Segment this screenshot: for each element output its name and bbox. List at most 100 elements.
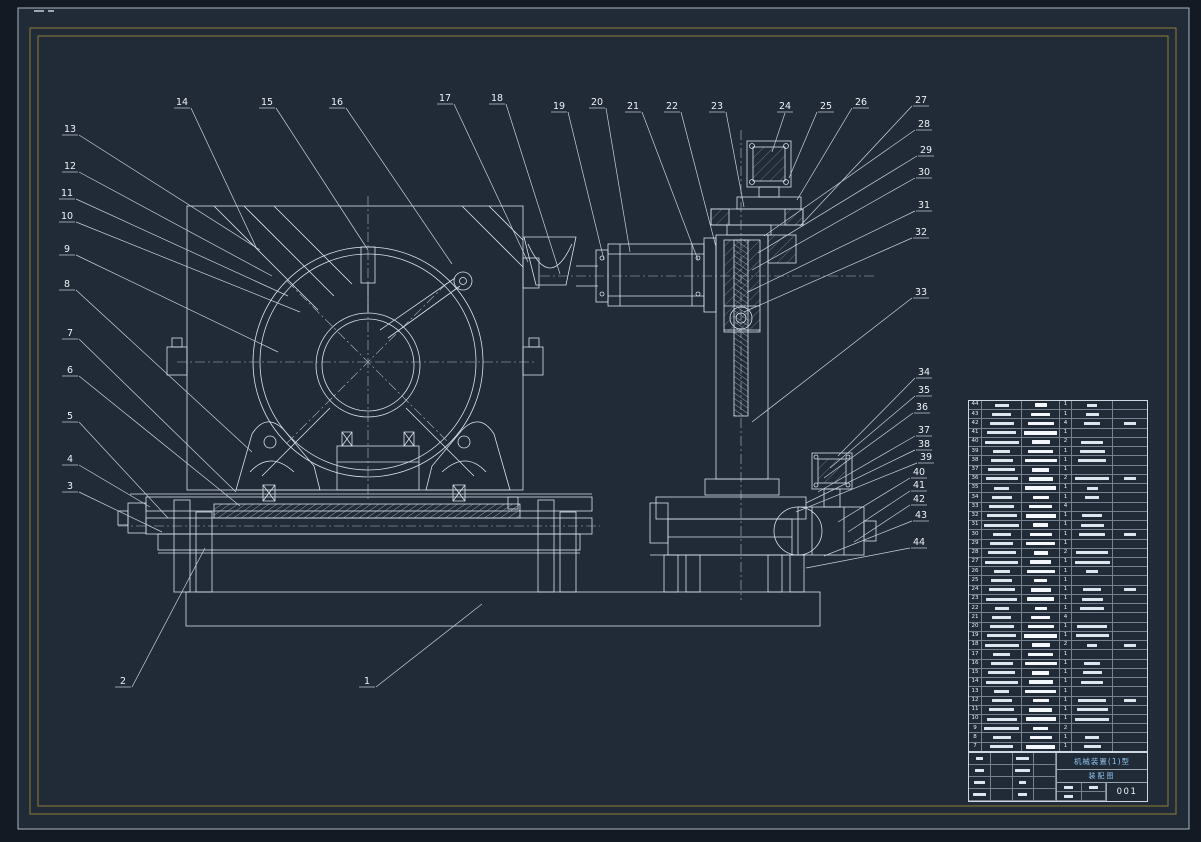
bom-cell-no: 30 bbox=[969, 530, 982, 539]
callout-14: 14 bbox=[176, 97, 188, 108]
illegible-text bbox=[1081, 440, 1103, 444]
bom-cell-qty: 1 bbox=[1060, 557, 1072, 567]
bom-cell-qty: 1 bbox=[1060, 410, 1072, 419]
illegible-text bbox=[1124, 643, 1136, 647]
illegible-text bbox=[990, 662, 1013, 666]
bom-cell-no: 12 bbox=[969, 696, 982, 705]
illegible-text bbox=[994, 403, 1009, 407]
bom-cell-code bbox=[982, 714, 1022, 724]
bom-cell-code bbox=[982, 511, 1022, 521]
title-block-cell bbox=[969, 777, 991, 789]
bom-cell-material bbox=[1072, 687, 1113, 696]
illegible-text bbox=[1083, 745, 1101, 749]
bom-cell-name bbox=[1022, 705, 1060, 714]
bom-cell-qty: 1 bbox=[1060, 530, 1072, 539]
bom-cell-remark bbox=[1113, 466, 1147, 474]
bom-cell-code bbox=[982, 548, 1022, 557]
bom-cell-qty: 1 bbox=[1060, 539, 1072, 548]
side-view-column bbox=[649, 130, 877, 600]
illegible-text bbox=[994, 606, 1009, 610]
bom-cell-name bbox=[1022, 585, 1060, 594]
bom-cell-remark bbox=[1113, 540, 1147, 548]
illegible-text bbox=[1029, 532, 1052, 537]
bom-cell-material bbox=[1072, 484, 1113, 493]
bom-cell-material bbox=[1072, 530, 1113, 539]
illegible-text bbox=[985, 477, 1018, 481]
callout-7: 7 bbox=[67, 328, 73, 339]
bom-cell-remark bbox=[1113, 733, 1147, 741]
bom-cell-remark bbox=[1113, 456, 1147, 464]
callout-3: 3 bbox=[67, 481, 73, 492]
bom-cell-code bbox=[982, 419, 1022, 428]
leader-line-31 bbox=[747, 210, 916, 293]
bom-cell-no: 41 bbox=[969, 428, 982, 437]
illegible-text bbox=[990, 459, 1013, 463]
bom-cell-no: 10 bbox=[969, 714, 982, 724]
bom-cell-material bbox=[1072, 567, 1113, 576]
bom-cell-no: 23 bbox=[969, 594, 982, 604]
bom-cell-qty: 1 bbox=[1060, 659, 1072, 668]
bom-cell-material bbox=[1072, 724, 1113, 733]
illegible-text bbox=[988, 588, 1015, 592]
leader-line-36 bbox=[823, 412, 914, 479]
bom-cell-no: 29 bbox=[969, 539, 982, 548]
leader-line-7 bbox=[78, 338, 237, 493]
bom-cell-name bbox=[1022, 530, 1060, 539]
leader-line-20 bbox=[605, 107, 631, 253]
illegible-text bbox=[1064, 794, 1074, 798]
callout-5: 5 bbox=[67, 411, 73, 422]
callout-40: 40 bbox=[913, 467, 925, 478]
bom-cell-material bbox=[1072, 437, 1113, 447]
illegible-text bbox=[988, 468, 1015, 472]
bom-cell-no: 26 bbox=[969, 567, 982, 576]
bom-cell-qty: 2 bbox=[1060, 474, 1072, 484]
bom-cell-no: 31 bbox=[969, 521, 982, 530]
illegible-text bbox=[1033, 551, 1048, 555]
title-block-cell bbox=[990, 765, 1013, 777]
illegible-text bbox=[992, 736, 1011, 740]
bom-cell-no: 22 bbox=[969, 604, 982, 613]
bom-cell-qty: 1 bbox=[1060, 696, 1072, 705]
illegible-text bbox=[1124, 699, 1136, 703]
illegible-text bbox=[989, 422, 1014, 426]
illegible-text bbox=[987, 634, 1016, 638]
illegible-text bbox=[1025, 514, 1056, 518]
bom-cell-material bbox=[1072, 733, 1113, 742]
bom-cell-name bbox=[1022, 604, 1060, 613]
illegible-text bbox=[1028, 477, 1053, 481]
illegible-text bbox=[1031, 615, 1050, 620]
bom-cell-material bbox=[1072, 742, 1113, 751]
bom-cell-code bbox=[982, 604, 1022, 613]
callout-10: 10 bbox=[61, 211, 73, 222]
title-block-cell bbox=[1057, 783, 1082, 792]
leader-line-38 bbox=[805, 449, 916, 504]
bom-cell-remark bbox=[1113, 429, 1147, 437]
leader-line-18 bbox=[505, 103, 561, 275]
bom-cell-code bbox=[982, 465, 1022, 474]
leader-line-33 bbox=[751, 297, 913, 423]
bom-cell-remark bbox=[1113, 410, 1147, 418]
illegible-text bbox=[1077, 625, 1107, 629]
bom-cell-material bbox=[1072, 410, 1113, 419]
bom-cell-remark bbox=[1113, 530, 1147, 538]
bom-cell-material bbox=[1072, 493, 1113, 502]
bom-cell-code bbox=[982, 650, 1022, 659]
illegible-text bbox=[1081, 597, 1103, 601]
illegible-text bbox=[986, 597, 1017, 601]
title-block-main: 机械装置(1)型 装配图 001 bbox=[1057, 753, 1147, 801]
bom-cell-qty: 1 bbox=[1060, 465, 1072, 474]
bom-cell-no: 33 bbox=[969, 502, 982, 511]
title-block-cell bbox=[1081, 783, 1106, 792]
leader-line-10 bbox=[75, 221, 301, 313]
bom-cell-no: 32 bbox=[969, 511, 982, 521]
bom-cell-name bbox=[1022, 742, 1060, 751]
illegible-text bbox=[1024, 431, 1057, 435]
illegible-text bbox=[985, 680, 1018, 684]
bom-cell-remark bbox=[1113, 743, 1147, 751]
